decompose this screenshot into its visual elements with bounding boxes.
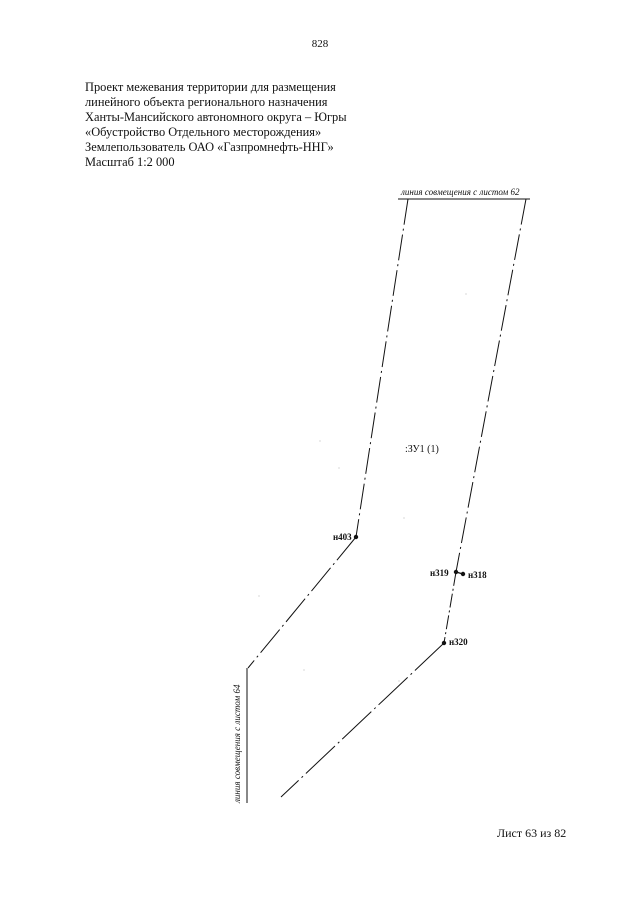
match-line-top-label: линия совмещения с листом 62 xyxy=(400,187,520,197)
parcel-label: :ЗУ1 (1) xyxy=(405,444,439,455)
point-label-n318: н318 xyxy=(468,570,487,580)
boundary-left-upper xyxy=(355,198,409,538)
boundary-n320-bottom xyxy=(280,642,445,798)
match-line-left-label: линия совмещения с листом 64 xyxy=(232,684,242,804)
boundary-n318-n320 xyxy=(443,571,457,644)
point-label-n320: н320 xyxy=(449,637,468,647)
boundary-point-n318 xyxy=(460,571,466,577)
header-line: Землепользователь ОАО «Газпромнефть-ННГ» xyxy=(85,140,334,154)
scan-specks xyxy=(258,293,467,682)
point-label-n319: н319 xyxy=(430,568,449,578)
point-label-n403: н403 xyxy=(333,532,352,542)
header-line: линейного объекта регионального назначен… xyxy=(85,95,328,109)
boundary-n403-left xyxy=(247,536,357,669)
header-line: Ханты-Мансийского автономного округа – Ю… xyxy=(85,110,347,124)
boundary-point-n320 xyxy=(441,640,447,646)
boundary-point-n319 xyxy=(453,569,459,575)
page-number: 828 xyxy=(311,38,329,50)
boundary-right-upper xyxy=(455,198,527,573)
document-header: Проект межевания территории для размещен… xyxy=(85,80,405,170)
sheet-number: Лист 63 из 82 xyxy=(497,826,567,840)
boundary-point-n403 xyxy=(353,534,359,540)
header-line: Проект межевания территории для размещен… xyxy=(85,80,336,94)
header-line: «Обустройство Отдельного месторождения» xyxy=(85,125,322,139)
scale-line: Масштаб 1:2 000 xyxy=(85,155,175,169)
